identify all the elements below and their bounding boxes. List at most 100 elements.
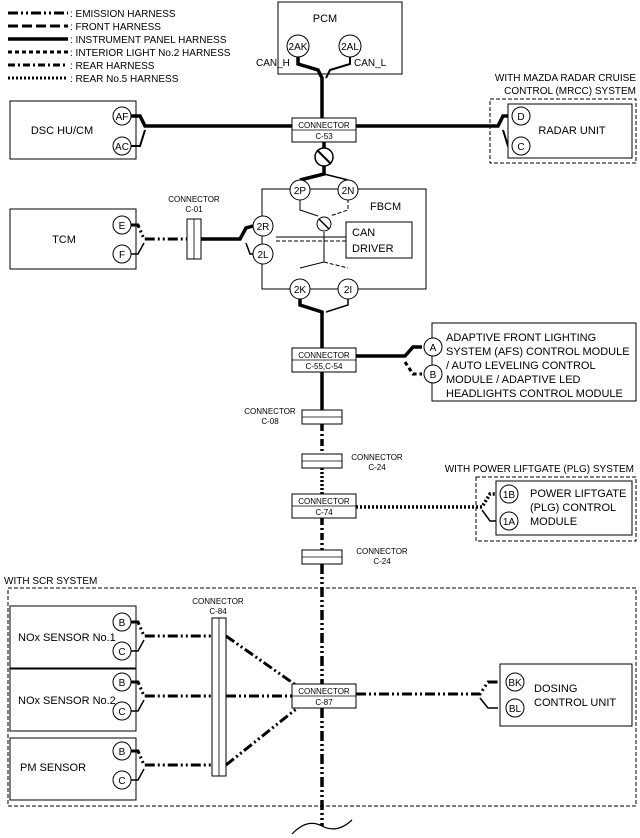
c24b-label-2: C-24 xyxy=(373,557,391,566)
fbcm-pin-2p xyxy=(289,179,311,201)
tcm-label: TCM xyxy=(52,234,76,246)
nox1-label: NOx SENSOR No.1 xyxy=(18,632,116,644)
plg-pin-1b xyxy=(499,484,519,504)
fbcm-pin-2n-label: 2N xyxy=(342,186,355,197)
tcm-wire xyxy=(131,223,188,241)
connector-c24-b xyxy=(301,549,343,565)
c74-label-1: CONNECTOR xyxy=(298,497,350,506)
can-h-label: CAN_H xyxy=(256,58,290,69)
c74-label-2: C-74 xyxy=(315,508,333,517)
radar-wire xyxy=(356,114,512,128)
fbcm-pin-2k-label: 2K xyxy=(294,285,307,296)
dsc-pin-af-label: AF xyxy=(116,112,129,123)
tcm-fbcm-wire xyxy=(201,224,254,241)
plg-wire xyxy=(356,492,497,509)
c08-label-1: CONNECTOR xyxy=(244,407,296,416)
pcm-module: PCM 2AK 2AL xyxy=(277,1,403,75)
c24a-label-1: CONNECTOR xyxy=(351,453,403,462)
nox2-wire-b xyxy=(131,699,145,712)
dosing-wire xyxy=(356,680,498,696)
plg-label-1: POWER LIFTGATE xyxy=(530,488,626,500)
c87-label-2: C-87 xyxy=(315,698,333,707)
dosing-label-1: DOSING xyxy=(534,683,577,695)
nox2-label: NOx SENSOR No.2 xyxy=(18,695,116,707)
plg-pin-1a-label: 1A xyxy=(503,517,516,528)
pcm-can-h-wire xyxy=(296,57,324,118)
tcm-module: TCM E F xyxy=(9,208,137,270)
fbcm-pin-2r-label: 2R xyxy=(257,222,270,233)
fbcm-label: FBCM xyxy=(370,201,401,213)
connector-c01 xyxy=(186,218,202,260)
pcm-pin-2al-label: 2AL xyxy=(341,42,359,53)
afs-label-1: ADAPTIVE FRONT LIGHTING xyxy=(446,332,596,344)
pm-pin-c-label: C xyxy=(118,776,125,787)
radar-group-label-2: CONTROL (MRCC) SYSTEM xyxy=(504,86,636,97)
dosing-pin-bl-label: BL xyxy=(509,704,522,715)
termination-resistor-icon xyxy=(314,147,334,167)
legend-label-interior: : INTERIOR LIGHT No.2 HARNESS xyxy=(70,48,231,59)
plg-wire-b xyxy=(481,509,497,522)
can-l-label: CAN_L xyxy=(354,58,387,69)
fbcm-module: FBCM CAN DRIVER 2P 2N 2R 2L 2K 2I xyxy=(252,179,427,300)
legend-label-front: : FRONT HARNESS xyxy=(70,22,161,33)
c84-c87-wire-1 xyxy=(225,634,301,690)
c55-label-1: CONNECTOR xyxy=(298,351,350,360)
dosing-wire-b xyxy=(479,697,498,709)
pcm-label: PCM xyxy=(313,13,337,25)
afs-wire-b xyxy=(403,361,422,376)
pcm-pin-2ak-label: 2AK xyxy=(289,42,308,53)
plg-group-label: WITH POWER LIFTGATE (PLG) SYSTEM xyxy=(445,464,634,475)
c53-label-1: CONNECTOR xyxy=(298,121,350,130)
pm-sensor: PM SENSOR B C xyxy=(9,737,137,801)
afs-pin-a-label: A xyxy=(430,343,437,354)
nox1-pin-c-label: C xyxy=(118,647,125,658)
nox2-pin-c-label: C xyxy=(118,707,125,718)
dsc-label: DSC HU/CM xyxy=(31,125,93,137)
connector-c87: CONNECTOR C-87 xyxy=(291,683,357,709)
afs-pin-b xyxy=(423,364,443,384)
connector-c24-a xyxy=(301,453,343,469)
connector-c53: CONNECTOR C-53 xyxy=(291,117,357,143)
radar-pin-c-label: C xyxy=(517,142,524,153)
plg-pin-1b-label: 1B xyxy=(503,490,516,501)
nox2-wire xyxy=(131,680,212,698)
dosing-label-2: CONTROL UNIT xyxy=(534,697,616,709)
nox-sensor-2: NOx SENSOR No.2 B C xyxy=(9,668,137,732)
c01-label-1: CONNECTOR xyxy=(168,195,220,204)
fbcm-out-wire-b xyxy=(325,299,349,313)
dsc-module: DSC HU/CM AF AC xyxy=(9,100,137,160)
afs-label-3: / AUTO LEVELING CONTROL xyxy=(446,360,596,372)
legend: : EMISSION HARNESS : FRONT HARNESS : INS… xyxy=(8,9,231,85)
radar-pin-c xyxy=(511,136,531,156)
plg-module: POWER LIFTGATE (PLG) CONTROL MODULE 1B 1… xyxy=(475,476,637,542)
plg-label-3: MODULE xyxy=(530,516,577,528)
c08-label-2: C-08 xyxy=(261,417,279,426)
legend-label-instrument: : INSTRUMENT PANEL HARNESS xyxy=(70,35,227,46)
afs-label-5: HEADLIGHTS CONTROL MODULE xyxy=(446,388,623,400)
connector-c08 xyxy=(301,409,343,425)
radar-pin-d-label: D xyxy=(517,112,524,123)
afs-label-4: MODULE / ADAPTIVE LED xyxy=(446,374,581,386)
afs-pin-b-label: B xyxy=(430,370,437,381)
pm-label: PM SENSOR xyxy=(20,762,86,774)
radar-pin-d xyxy=(511,106,531,126)
radar-group-label-1: WITH MAZDA RADAR CRUISE xyxy=(495,73,636,84)
dsc-pin-ac-label: AC xyxy=(115,142,129,153)
pm-wire xyxy=(131,749,212,767)
afs-label-2: SYSTEM (AFS) CONTROL MODULE xyxy=(446,346,630,358)
radar-label: RADAR UNIT xyxy=(538,125,606,137)
dsc-wire xyxy=(131,114,292,128)
afs-pin-a xyxy=(423,337,443,357)
dosing-pin-bk-label: BK xyxy=(508,678,522,689)
nox1-pin-b-label: B xyxy=(119,618,126,629)
dosing-control-unit: DOSING CONTROL UNIT BK BL xyxy=(499,663,633,727)
can-driver-label-2: DRIVER xyxy=(352,243,394,255)
can-driver-box xyxy=(345,221,413,259)
c84-label-1: CONNECTOR xyxy=(192,597,244,606)
dosing-pin-bl xyxy=(505,698,525,718)
connector-c74: CONNECTOR C-74 xyxy=(291,493,357,519)
legend-label-rear5: : REAR No.5 HARNESS xyxy=(70,74,179,85)
c24b-label-1: CONNECTOR xyxy=(356,547,408,556)
c55-label-2: C-55,C-54 xyxy=(306,362,343,371)
